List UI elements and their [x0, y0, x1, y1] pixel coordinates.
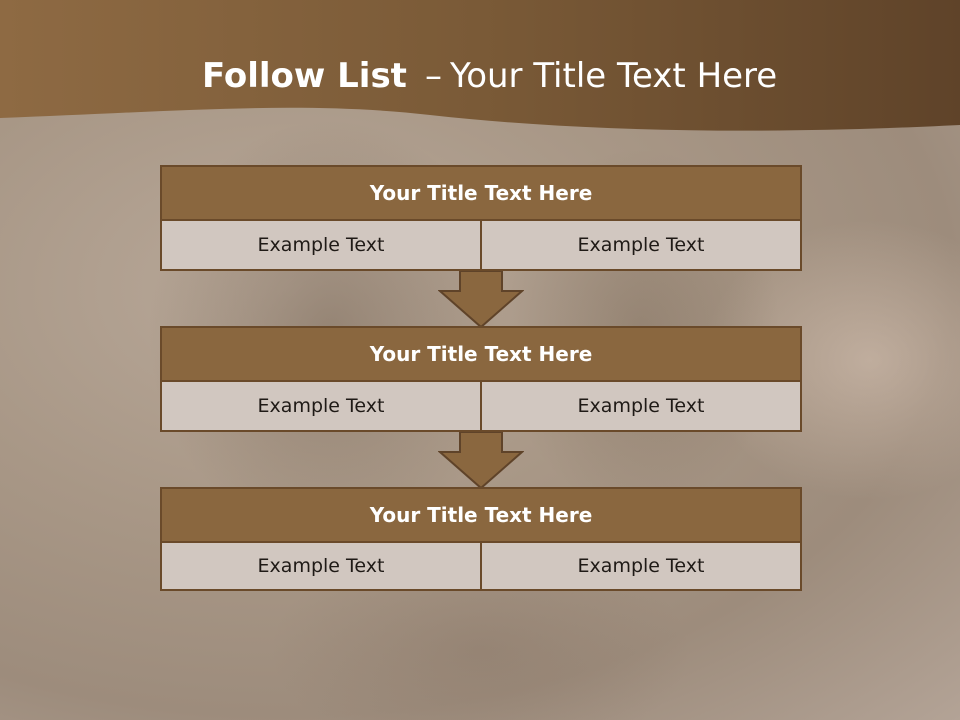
block-cell-left: Example Text — [160, 382, 482, 432]
title-bold: Follow List — [202, 56, 407, 96]
title-dash: – — [424, 56, 442, 96]
list-block-1: Your Title Text Here Example Text Exampl… — [160, 165, 802, 271]
block-cell-right: Example Text — [482, 543, 802, 591]
title-rest: Your Title Text Here — [449, 56, 778, 96]
block-row: Example Text Example Text — [160, 382, 802, 432]
block-title: Your Title Text Here — [160, 165, 802, 221]
block-cell-right: Example Text — [482, 221, 802, 271]
slide-title: Follow List–Your Title Text Here — [202, 52, 777, 100]
header-band — [0, 0, 960, 131]
block-row: Example Text Example Text — [160, 543, 802, 591]
block-row: Example Text Example Text — [160, 221, 802, 271]
down-arrow-icon — [438, 271, 524, 329]
list-block-2: Your Title Text Here Example Text Exampl… — [160, 326, 802, 432]
block-title: Your Title Text Here — [160, 487, 802, 543]
block-cell-right: Example Text — [482, 382, 802, 432]
block-cell-left: Example Text — [160, 221, 482, 271]
down-arrow-icon — [438, 432, 524, 490]
list-block-3: Your Title Text Here Example Text Exampl… — [160, 487, 802, 591]
block-cell-left: Example Text — [160, 543, 482, 591]
block-title: Your Title Text Here — [160, 326, 802, 382]
